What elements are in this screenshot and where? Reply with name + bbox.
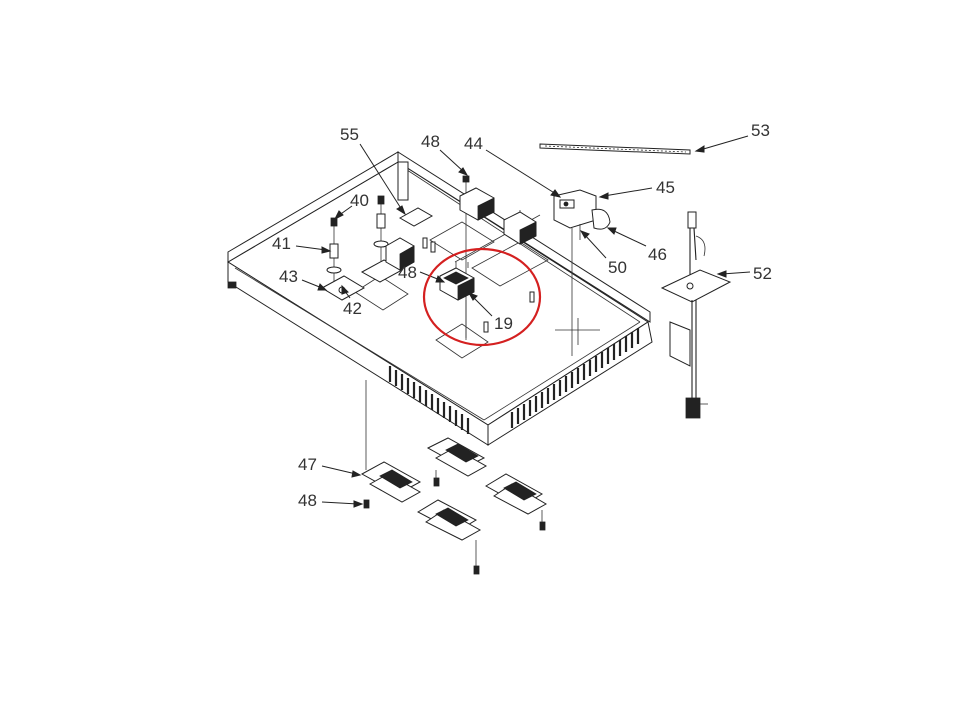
callout-48-top: 48 bbox=[421, 132, 440, 151]
part-53-bar bbox=[539, 143, 691, 155]
callout-19: 19 bbox=[494, 314, 513, 333]
callout-40: 40 bbox=[350, 191, 369, 210]
relay-19 bbox=[439, 262, 475, 338]
relay-top bbox=[459, 175, 495, 340]
vent-slots-left bbox=[388, 366, 470, 434]
vent-slots-right bbox=[510, 328, 640, 428]
part-40-41-fasteners bbox=[326, 195, 389, 290]
part-52-probe bbox=[660, 211, 732, 419]
callout-48-bottom: 48 bbox=[298, 491, 317, 510]
callout-44: 44 bbox=[464, 134, 483, 153]
highlight-circle bbox=[422, 247, 542, 347]
small-pins bbox=[422, 237, 535, 333]
callout-47: 47 bbox=[298, 455, 317, 474]
callout-46: 46 bbox=[648, 245, 667, 264]
relay-right bbox=[503, 210, 537, 245]
callout-53: 53 bbox=[751, 121, 770, 140]
relay-left bbox=[385, 237, 415, 271]
callout-45: 45 bbox=[656, 178, 675, 197]
callout-43: 43 bbox=[279, 267, 298, 286]
leader-lines bbox=[295, 135, 751, 508]
callout-48-mid: 48 bbox=[398, 263, 417, 282]
callout-52: 52 bbox=[753, 264, 772, 283]
mounting-feet bbox=[360, 380, 548, 575]
callout-55: 55 bbox=[340, 125, 359, 144]
callout-42: 42 bbox=[343, 299, 362, 318]
callout-41: 41 bbox=[272, 234, 291, 253]
part-55-bracket bbox=[398, 207, 434, 227]
callout-50: 50 bbox=[608, 258, 627, 277]
controller-module bbox=[553, 189, 611, 356]
